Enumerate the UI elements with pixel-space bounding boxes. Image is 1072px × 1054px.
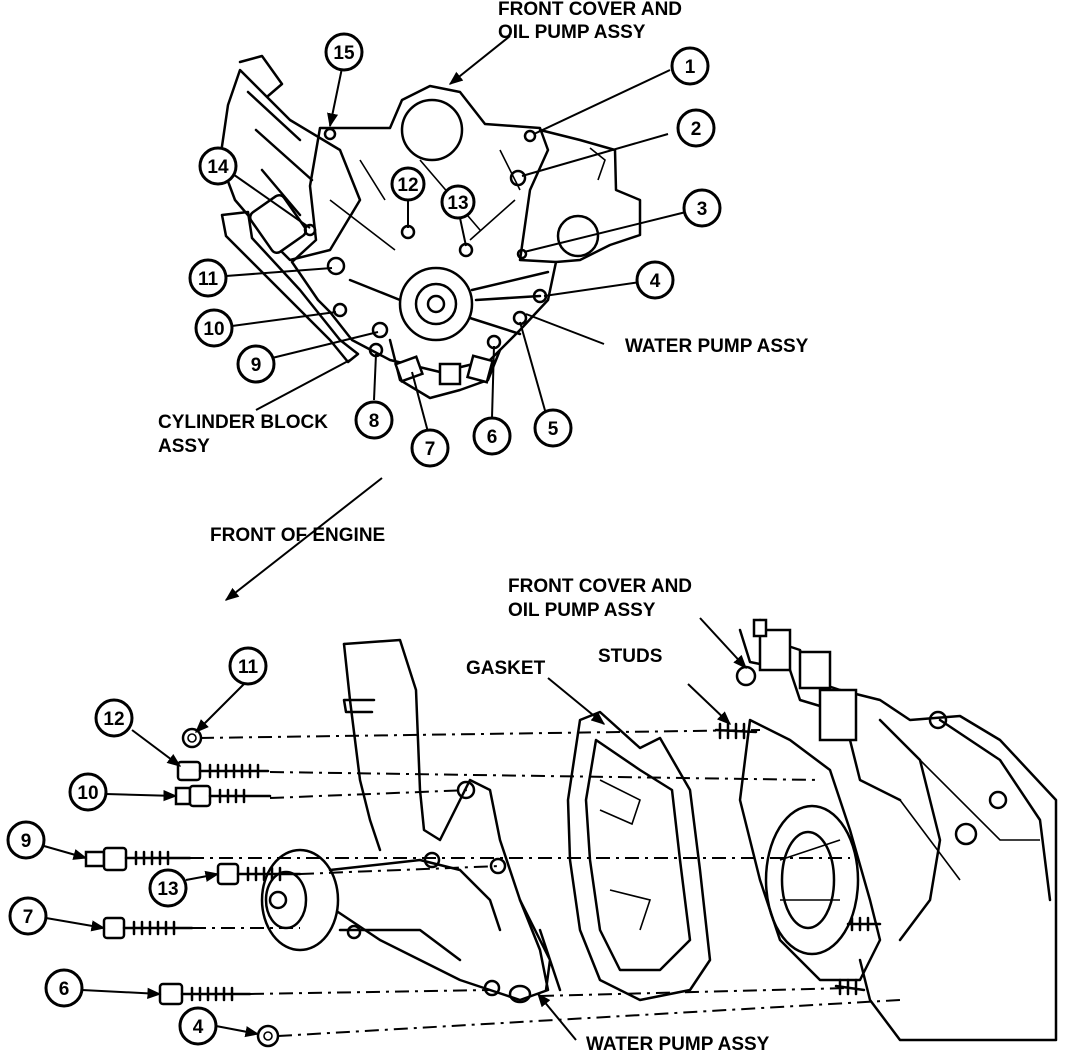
top-callouts: 1 2 3 4 5 6 7 8 9 10 11 12 13 14 15 (188, 32, 722, 468)
bottom-engine-block (714, 618, 1058, 1042)
svg-text:15: 15 (333, 43, 355, 64)
svg-text:7: 7 (425, 439, 436, 460)
bottom-callout-4: 4 (178, 1006, 218, 1046)
svg-text:13: 13 (157, 879, 178, 900)
bolt-13 (216, 862, 302, 886)
top-callout-5: 5 (533, 408, 573, 448)
svg-text:8: 8 (369, 411, 380, 432)
label-cylinder-block-2: ASSY (158, 436, 210, 457)
svg-text:10: 10 (77, 783, 98, 804)
bottom-callout-6: 6 (44, 968, 84, 1008)
svg-text:3: 3 (697, 199, 708, 220)
svg-text:14: 14 (207, 157, 229, 178)
bottom-callout-7: 7 (8, 896, 48, 936)
bolt-6 (158, 982, 252, 1006)
svg-text:9: 9 (21, 831, 32, 852)
svg-text:11: 11 (198, 269, 219, 290)
label-front-cover-top-2: OIL PUMP ASSY (498, 22, 646, 43)
top-callout-8: 8 (354, 400, 394, 440)
label-front-cover-bottom-1: FRONT COVER AND (508, 576, 692, 597)
bottom-callout-10: 10 (68, 772, 108, 812)
svg-text:12: 12 (103, 709, 124, 730)
bottom-callout-12: 12 (94, 698, 134, 738)
label-front-of-engine: FRONT OF ENGINE (210, 525, 385, 546)
svg-text:5: 5 (548, 419, 559, 440)
bottom-callout-9: 9 (6, 820, 46, 860)
bottom-callout-13: 13 (148, 868, 188, 908)
label-gasket: GASKET (466, 658, 546, 679)
top-callout-2: 2 (676, 108, 716, 148)
svg-text:6: 6 (59, 979, 70, 1000)
label-studs: STUDS (598, 646, 662, 667)
bottom-callout-11: 11 (228, 646, 268, 686)
label-cylinder-block-1: CYLINDER BLOCK (158, 412, 328, 433)
top-callout-11: 11 (188, 258, 228, 298)
svg-text:7: 7 (23, 907, 34, 928)
label-front-cover-top-1: FRONT COVER AND (498, 0, 682, 20)
top-leader-lines (225, 35, 687, 433)
bolt-4 (256, 1024, 280, 1048)
top-callout-7: 7 (410, 428, 450, 468)
top-callout-9: 9 (236, 344, 276, 384)
top-callout-10: 10 (194, 308, 234, 348)
top-callout-15: 15 (324, 32, 364, 72)
label-water-pump-top: WATER PUMP ASSY (625, 336, 809, 357)
top-callout-3: 3 (682, 188, 722, 228)
bolt-9 (84, 846, 192, 872)
svg-text:4: 4 (193, 1017, 204, 1038)
top-callout-4: 4 (635, 260, 675, 300)
svg-text:4: 4 (650, 271, 661, 292)
top-callout-1: 1 (670, 46, 710, 86)
svg-text:10: 10 (203, 319, 224, 340)
bottom-callouts: 11 12 10 9 13 7 6 4 (6, 646, 268, 1046)
svg-text:13: 13 (447, 193, 468, 214)
top-callout-12: 12 (390, 166, 426, 202)
label-front-cover-bottom-2: OIL PUMP ASSY (508, 600, 656, 621)
top-engine-drawing (218, 54, 642, 400)
svg-text:12: 12 (397, 175, 418, 196)
svg-text:2: 2 (691, 119, 702, 140)
bolt-10 (174, 784, 272, 808)
svg-text:1: 1 (685, 57, 696, 78)
alignment-lines (190, 729, 901, 1037)
top-callout-14: 14 (198, 146, 238, 186)
svg-text:6: 6 (487, 427, 498, 448)
label-water-pump-bottom: WATER PUMP ASSY (586, 1034, 770, 1054)
front-of-engine-arrow (224, 477, 383, 601)
top-callout-6: 6 (472, 416, 512, 456)
gasket-drawing (566, 710, 712, 1002)
water-pump-drawing (260, 638, 562, 1004)
bolt-7 (102, 916, 194, 940)
bottom-leader-lines (43, 617, 747, 1041)
svg-text:11: 11 (238, 657, 259, 678)
svg-text:9: 9 (251, 355, 262, 376)
bolt-12 (176, 760, 270, 782)
top-callout-13: 13 (440, 184, 476, 220)
bolt-11 (181, 727, 203, 749)
